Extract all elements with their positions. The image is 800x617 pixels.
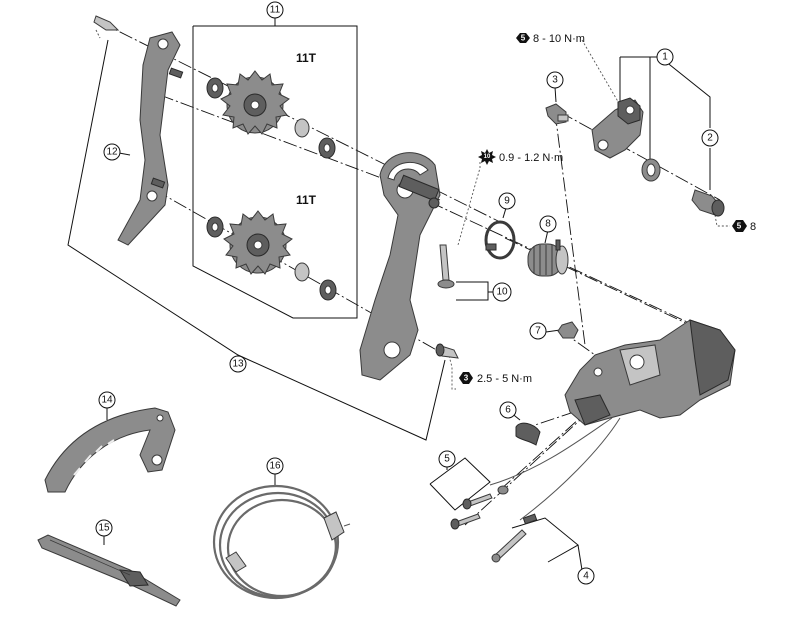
torque-leaders — [447, 39, 730, 390]
svg-text:12: 12 — [106, 147, 118, 158]
torque-value-cage: 0.9 - 1.2 N·m — [499, 152, 563, 164]
hex-socket-icon — [732, 220, 747, 232]
torque-badge-mount: 5 — [521, 34, 526, 43]
pivot-bolt — [691, 189, 725, 217]
torque-spec-cage-screw: 10 0.9 - 1.2 N·m — [478, 149, 563, 165]
lower-pulley-teeth-label: 11T — [296, 193, 317, 207]
svg-text:10: 10 — [496, 287, 508, 298]
callout-12: 12 — [103, 143, 121, 161]
callout-4: 4 — [577, 567, 595, 585]
callout-5: 5 — [438, 450, 456, 468]
torque-value-pulley: 2.5 - 5 N·m — [477, 373, 532, 385]
torque-value-pivot: 8 — [750, 221, 756, 233]
cage-screw — [437, 244, 455, 289]
svg-text:2: 2 — [707, 133, 713, 144]
svg-text:4: 4 — [583, 571, 589, 582]
callout-3: 3 — [546, 71, 564, 89]
group-box-11 — [192, 17, 358, 319]
fixing-screws — [450, 485, 509, 530]
axle-pin — [491, 513, 538, 563]
svg-text:1: 1 — [662, 52, 668, 63]
callout-1: 1 — [656, 48, 674, 66]
lower-pulley-wheel — [223, 210, 293, 275]
callout-7: 7 — [529, 322, 547, 340]
svg-text:8: 8 — [545, 219, 551, 230]
hex-socket-icon — [516, 33, 530, 43]
upper-pulley-teeth-label: 11T — [296, 51, 317, 65]
callout-11: 11 — [266, 1, 284, 19]
upper-pulley-wheel — [220, 70, 290, 135]
b-tension-screw — [545, 103, 569, 125]
lower-pulley-set — [206, 210, 337, 301]
torque-spec-mount-bolt: 5 8 - 10 N·m — [516, 33, 585, 45]
svg-text:5: 5 — [444, 454, 450, 465]
svg-text:3: 3 — [552, 75, 558, 86]
torque-spec-pulley-bolt: 3 2.5 - 5 N·m — [459, 372, 532, 385]
callout-13: 13 — [229, 355, 247, 373]
torque-spec-pivot-bolt: 5 8 — [732, 220, 756, 233]
svg-text:14: 14 — [101, 395, 113, 406]
chain-guide — [44, 407, 176, 493]
adjust-nut — [557, 321, 579, 339]
torque-value-mount: 8 - 10 N·m — [533, 33, 585, 45]
callout-6: 6 — [499, 401, 517, 419]
callout-9: 9 — [498, 192, 516, 210]
callout-14: 14 — [98, 391, 116, 409]
svg-text:7: 7 — [535, 326, 541, 337]
torque-badge-pulley: 3 — [464, 374, 469, 383]
tension-spring — [527, 239, 569, 277]
mounting-bracket — [591, 97, 644, 159]
outer-cage-plate — [359, 152, 441, 381]
inner-cage-plate — [117, 31, 184, 246]
pulley-bolt — [435, 343, 459, 359]
svg-text:6: 6 — [505, 405, 511, 416]
hex-socket-icon — [459, 372, 473, 384]
callout-8: 8 — [539, 215, 557, 233]
svg-text:15: 15 — [98, 523, 110, 534]
cable-guide-cover — [515, 422, 541, 446]
svg-text:11: 11 — [270, 5, 281, 16]
svg-text:9: 9 — [504, 196, 510, 207]
callout-2: 2 — [701, 129, 719, 147]
cage-bolt-top — [93, 15, 120, 39]
stopper-ring — [484, 220, 516, 260]
callout-15: 15 — [95, 519, 113, 537]
group-line-10 — [456, 281, 493, 301]
upper-pulley-set — [206, 70, 336, 159]
torque-badge-pivot: 5 — [737, 222, 742, 231]
svg-text:13: 13 — [232, 359, 244, 370]
internal-wires — [489, 417, 621, 521]
torque-badge-cage: 10 — [484, 154, 491, 160]
adjust-tool — [37, 534, 181, 607]
e-tube-cable — [212, 484, 351, 600]
group-box-1 — [619, 56, 711, 160]
callout-16: 16 — [266, 457, 284, 475]
bracket-washer — [641, 158, 661, 182]
torx-star-icon — [478, 149, 496, 165]
derailleur-main-body — [564, 319, 736, 426]
group-box-4 — [511, 517, 583, 571]
svg-text:16: 16 — [269, 461, 281, 472]
callout-10: 10 — [492, 282, 512, 302]
